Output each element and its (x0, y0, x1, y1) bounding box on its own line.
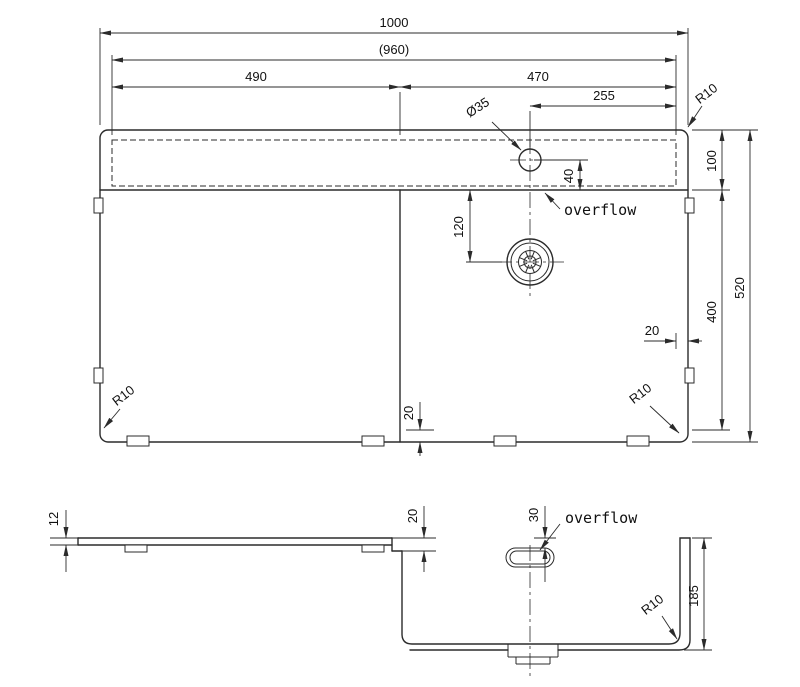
dim-rim-bottom: 20 (401, 406, 416, 420)
clip-side-2 (361, 544, 385, 553)
clip-right-lower (684, 367, 695, 384)
overflow-label-top: overflow (564, 201, 637, 219)
clip-right-upper (684, 197, 695, 214)
dim-rim-right: 20 (645, 323, 659, 338)
radius-label-top-right: R10 (692, 80, 720, 107)
clip-left-upper (93, 197, 104, 214)
clip-bottom-3 (493, 435, 517, 447)
dim-hole-offset: 255 (593, 88, 615, 103)
clip-bottom-4 (626, 435, 650, 447)
radius-label-bottom-left: R10 (109, 382, 137, 409)
extension-lines-top (99, 28, 758, 443)
dim-ledge-height: 100 (704, 150, 719, 172)
dimension-lines-top (99, 30, 753, 443)
dim-hole-depth: 40 (561, 169, 576, 183)
radius-label-bottom-right: R10 (626, 380, 654, 407)
side-view: 12 20 30 overflow 185 R10 (46, 506, 712, 678)
dim-overall-width: 1000 (380, 15, 409, 30)
clip-bottom-2 (361, 435, 385, 447)
dim-drain-offset: 120 (451, 216, 466, 238)
top-view: 1000 (960) 490 470 255 R10 Ø35 40 100 12… (93, 15, 758, 456)
dim-overflow-offset: 30 (526, 508, 541, 522)
ledge-inner-dashed (111, 139, 677, 187)
dim-bowl-depth: 185 (686, 585, 701, 607)
clip-bottom-1 (126, 435, 150, 447)
extension-lines-side (50, 537, 712, 651)
drain-fitting (507, 644, 559, 665)
bowl-outer-profile-right (557, 537, 691, 651)
bowl-inner-profile (401, 537, 691, 645)
dim-inner-width: (960) (379, 42, 409, 57)
leader-lines-top (103, 105, 703, 456)
hole-diameter-label: Ø35 (463, 94, 492, 120)
dim-bowl-length: 400 (704, 301, 719, 323)
clip-left-lower (93, 367, 104, 384)
clip-side-1 (124, 544, 148, 553)
drain-strainer (496, 238, 564, 286)
sink-outline (99, 129, 689, 443)
overflow-label-side: overflow (565, 509, 638, 527)
leader-lines-side (63, 506, 678, 640)
radius-label-side: R10 (638, 591, 666, 618)
dim-left-section: 490 (245, 69, 267, 84)
dim-right-section: 470 (527, 69, 549, 84)
dim-flange-thickness: 12 (46, 512, 61, 526)
dim-step-depth: 20 (405, 509, 420, 523)
dim-overall-depth: 520 (732, 277, 747, 299)
